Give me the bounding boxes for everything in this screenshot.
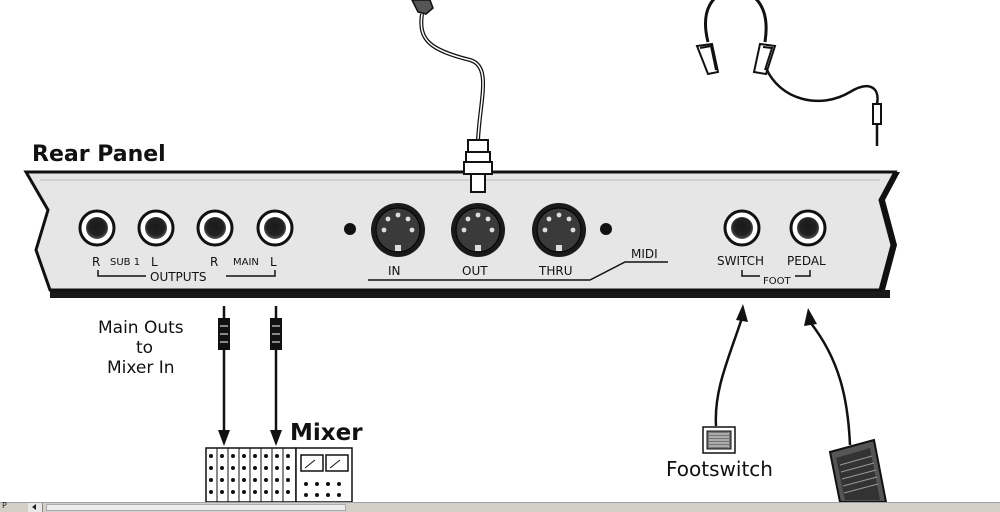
foot-pedal-icon (828, 438, 888, 503)
main-outs-label-3: Mixer In (107, 358, 175, 378)
pedal-cable (804, 308, 852, 446)
jack-label-main-l: L (270, 255, 277, 269)
foot-switch-label: SWITCH (717, 254, 764, 268)
main-outs-label-2: to (136, 338, 153, 358)
main-label: MAIN (233, 257, 259, 268)
mixer-icon (205, 447, 353, 503)
outputs-group: R SUB 1 L R MAIN L OUTPUTS (78, 209, 294, 284)
outputs-bracket (97, 270, 276, 277)
panel-title: Rear Panel (32, 142, 166, 167)
panel-right-edge (880, 172, 900, 290)
midi-in-label: IN (388, 264, 401, 278)
midi-thru-port[interactable] (532, 203, 586, 257)
screw-right (600, 223, 612, 235)
footswitch-cable (714, 304, 748, 427)
scroll-left-button[interactable] (28, 503, 43, 512)
jack-label-sub-l: L (151, 255, 158, 269)
screw-left (344, 223, 356, 235)
jack-main-l[interactable] (256, 209, 294, 247)
foot-bracket (741, 270, 811, 277)
foot-group: SWITCH PEDAL FOOT (717, 209, 827, 287)
headphones-icon (695, 0, 882, 146)
jack-main-r[interactable] (196, 209, 234, 247)
foot-pedal-label: PEDAL (787, 254, 826, 268)
scrollbar-page-label: P (2, 501, 7, 510)
foot-group-label: FOOT (763, 276, 791, 287)
scrollbar-thumb[interactable] (46, 504, 346, 511)
jack-label-sub-r: R (92, 255, 100, 269)
midi-out-label: OUT (462, 264, 488, 278)
jack-sub-l[interactable] (137, 209, 175, 247)
midi-thru-label: THRU (538, 264, 572, 278)
jack-sub-r[interactable] (78, 209, 116, 247)
panel-bottom-edge (50, 290, 890, 298)
midi-group-label: MIDI (631, 247, 658, 261)
footswitch-label: Footswitch (666, 457, 773, 481)
footswitch-jack[interactable] (723, 209, 761, 247)
mixer-label: Mixer (290, 420, 363, 446)
main-outs-label-1: Main Outs (98, 318, 184, 338)
arrow-left-icon (32, 504, 36, 510)
midi-in-port[interactable] (371, 203, 425, 257)
midi-out-port[interactable] (451, 203, 505, 257)
footswitch-icon (702, 426, 736, 454)
sub-label: SUB 1 (110, 257, 140, 268)
jack-label-main-r: R (210, 255, 218, 269)
midi-group: IN OUT THRU MIDI (368, 203, 668, 281)
midi-bracket (368, 261, 668, 281)
midi-cable (411, 0, 493, 193)
main-out-cables (218, 306, 282, 446)
outputs-group-label: OUTPUTS (150, 270, 207, 284)
foot-pedal-jack[interactable] (789, 209, 827, 247)
